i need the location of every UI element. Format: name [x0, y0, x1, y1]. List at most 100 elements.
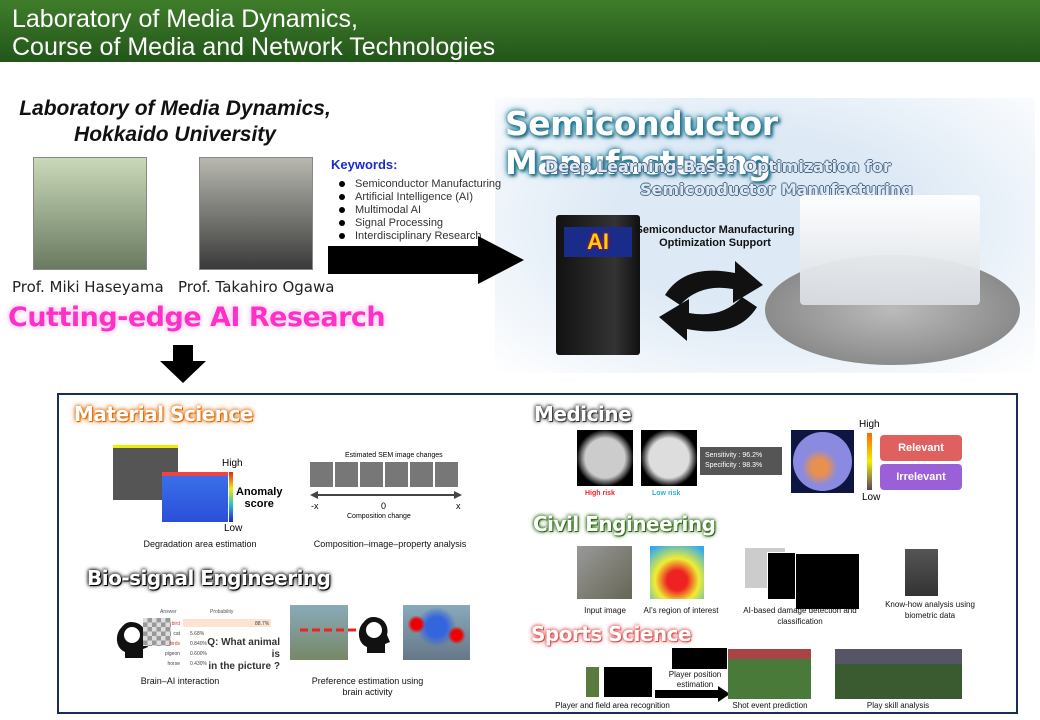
relevance-map [791, 430, 854, 493]
axis-neg: -x [311, 501, 319, 511]
keywords-title: Keywords: [331, 157, 398, 172]
caption-roi: AI's region of interest [643, 606, 719, 615]
caption-knowhow: Know-how analysis using biometric data [870, 599, 990, 621]
support-line-2: Optimization Support [659, 237, 771, 249]
keyword-item: Semiconductor Manufacturing [331, 178, 501, 191]
answer-item: horse [167, 661, 180, 667]
ai-server-icon: AI [556, 215, 640, 355]
right-arrow-icon [328, 236, 524, 284]
caption-knowhow-1: Know-how analysis using [885, 600, 975, 609]
civil-engineering-title: Civil Engineering [533, 512, 716, 536]
xray-high-risk [577, 430, 633, 486]
high-risk-label: High risk [585, 490, 615, 497]
scale-low: Low [224, 523, 243, 534]
cycle-arrows-icon [659, 261, 763, 341]
scale-high: High [859, 419, 880, 430]
street-photo [290, 605, 348, 660]
roi-heatmap [650, 546, 704, 599]
semiconductor-title: Semiconductor Manufacturing [505, 104, 778, 182]
bio-signal-title: Bio-signal Engineering [87, 566, 331, 590]
right-arrow-icon [655, 686, 730, 702]
keyword-item: Artificial Intelligence (AI) [331, 191, 501, 204]
caption-damage-2: classification [777, 617, 823, 626]
ai-label: AI [564, 227, 632, 257]
composition-change-label: Composition change [347, 513, 411, 520]
header-line-1: Laboratory of Media Dynamics, [12, 5, 358, 33]
caption-position-1: Player position [668, 670, 722, 679]
specificity: Specificity : 98.3% [705, 462, 763, 469]
sem-changes-label: Estimated SEM image changes [345, 452, 443, 459]
composition-axis-arrow [310, 491, 462, 499]
support-line-1: Semiconductor Manufacturing [635, 224, 795, 236]
caption-preference-2: brain activity [342, 687, 393, 697]
attention-heatmap [403, 605, 470, 660]
lab-title-line-1: Laboratory of Media Dynamics, [19, 97, 331, 120]
scale-high: High [222, 458, 243, 469]
caption-brain-ai: Brain–AI interaction [140, 676, 220, 686]
tagline: Cutting-edge AI Research [8, 302, 386, 333]
header-banner: Laboratory of Media Dynamics, Course of … [0, 0, 1040, 62]
caption-composition: Composition–image–property analysis [313, 539, 467, 549]
scale-low: Low [862, 492, 881, 503]
xray-low-risk [641, 430, 697, 486]
caption-position-2: estimation [676, 680, 714, 689]
stadium-photo [728, 649, 811, 699]
concrete-input-image [577, 546, 632, 599]
anomaly-line-1: Anomaly [236, 486, 283, 498]
factory-illustration [800, 195, 980, 305]
keyword-item: Interdisciplinary Research [331, 230, 501, 243]
semi-subtitle-1: Deep Learning-Based Optimization for [545, 157, 891, 176]
keyword-item: Signal Processing [331, 217, 501, 230]
sports-science-title: Sports Science [531, 622, 692, 646]
prob-item: 5.68% [190, 631, 205, 637]
brain-pattern-grid [143, 618, 171, 646]
lab-title-line-2: Hokkaido University [74, 123, 276, 146]
metrics-box: Sensitivity : 96.2% Specificity : 98.3% [700, 447, 782, 475]
prof-name-1: Prof. Miki Haseyama [12, 278, 164, 296]
relevant-badge: Relevant [880, 435, 962, 461]
prob-item: 88.7% [255, 621, 270, 627]
axis-pos: x [456, 501, 461, 511]
photo-haseyama [33, 157, 147, 270]
question-line-1: Q: What animal is [207, 637, 280, 660]
keyword-item: Multimodal AI [331, 204, 501, 217]
prob-item: 0.430% [190, 661, 207, 667]
probability-header: Probability [210, 609, 234, 615]
prof-name-2: Prof. Takahiro Ogawa [178, 278, 335, 296]
keywords-list: Keywords: Semiconductor Manufacturing Ar… [331, 157, 501, 243]
gaze-dashed-line [300, 628, 360, 632]
probability-list: 88.7% 5.68% 0.840% 0.600% 0.430% [190, 619, 269, 669]
down-arrow-icon [160, 345, 206, 383]
skill-photo [835, 649, 962, 699]
answer-header: Answer [160, 609, 177, 615]
sensitivity: Sensitivity : 96.2% [705, 452, 763, 459]
inspector-photo [905, 549, 938, 596]
relevance-scale-arrow [867, 433, 872, 490]
medicine-title: Medicine [534, 402, 632, 426]
axis-zero: 0 [381, 501, 387, 511]
answer-item: bird [171, 621, 180, 627]
caption-input-image: Input image [584, 606, 626, 615]
optimization-support-label: Semiconductor Manufacturing Optimization… [600, 224, 830, 250]
caption-knowhow-2: biometric data [904, 611, 956, 620]
irrelevant-badge: Irrelevant [880, 464, 962, 490]
prob-item: 0.600% [190, 651, 207, 657]
low-risk-label: Low risk [652, 490, 681, 497]
field-mask [604, 667, 652, 697]
bird-prob-bar [183, 619, 271, 627]
caption-preference-1: Preference estimation using [311, 676, 424, 686]
caption-skill: Play skill analysis [866, 701, 930, 710]
brain-head-icon [116, 622, 148, 658]
header-line-2: Course of Media and Network Technologies [12, 33, 496, 61]
prob-item: 0.840% [190, 641, 207, 647]
brain-head-icon-2 [358, 617, 390, 653]
damage-layer-3 [795, 553, 860, 610]
answer-item: birds [169, 641, 180, 647]
question-line-2: in the picture ? [208, 661, 280, 672]
